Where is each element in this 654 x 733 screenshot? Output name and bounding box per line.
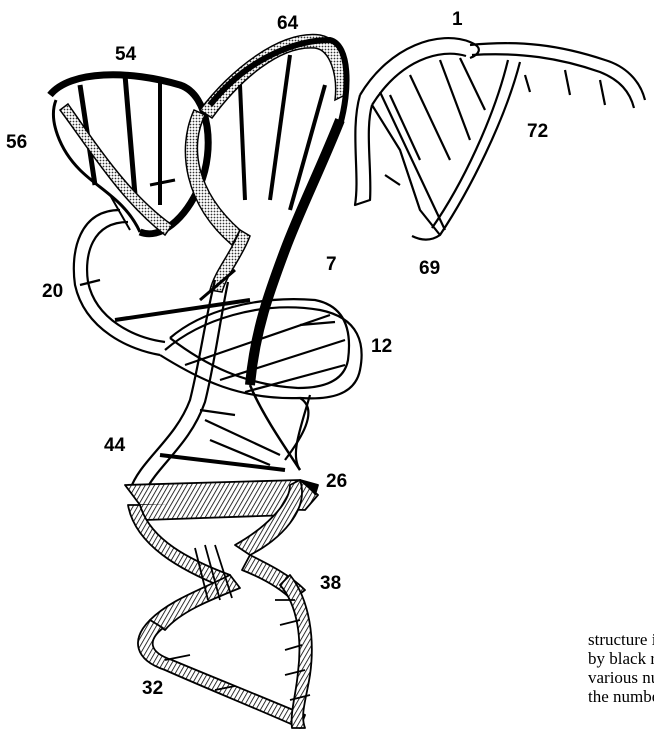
label-38: 38 <box>320 574 341 593</box>
caption-line: structure int <box>588 630 654 649</box>
label-12: 12 <box>371 337 392 356</box>
caption-text: structure int by black roc various nucle… <box>588 630 654 706</box>
caption-line: the numberin <box>588 687 654 706</box>
anticodon-loop <box>138 575 312 728</box>
label-20: 20 <box>42 282 63 301</box>
label-1: 1 <box>452 10 463 29</box>
acceptor-stem <box>355 38 645 240</box>
anticodon-stem <box>125 480 318 630</box>
t-arm <box>50 75 208 234</box>
label-7: 7 <box>326 255 337 274</box>
label-56: 56 <box>6 133 27 152</box>
label-54: 54 <box>115 45 136 64</box>
label-69: 69 <box>419 259 440 278</box>
label-26: 26 <box>326 472 347 491</box>
caption-line: by black roc <box>588 649 654 668</box>
label-64: 64 <box>277 14 298 33</box>
label-44: 44 <box>104 436 125 455</box>
caption-line: various nucle <box>588 668 654 687</box>
label-72: 72 <box>527 122 548 141</box>
label-32: 32 <box>142 679 163 698</box>
